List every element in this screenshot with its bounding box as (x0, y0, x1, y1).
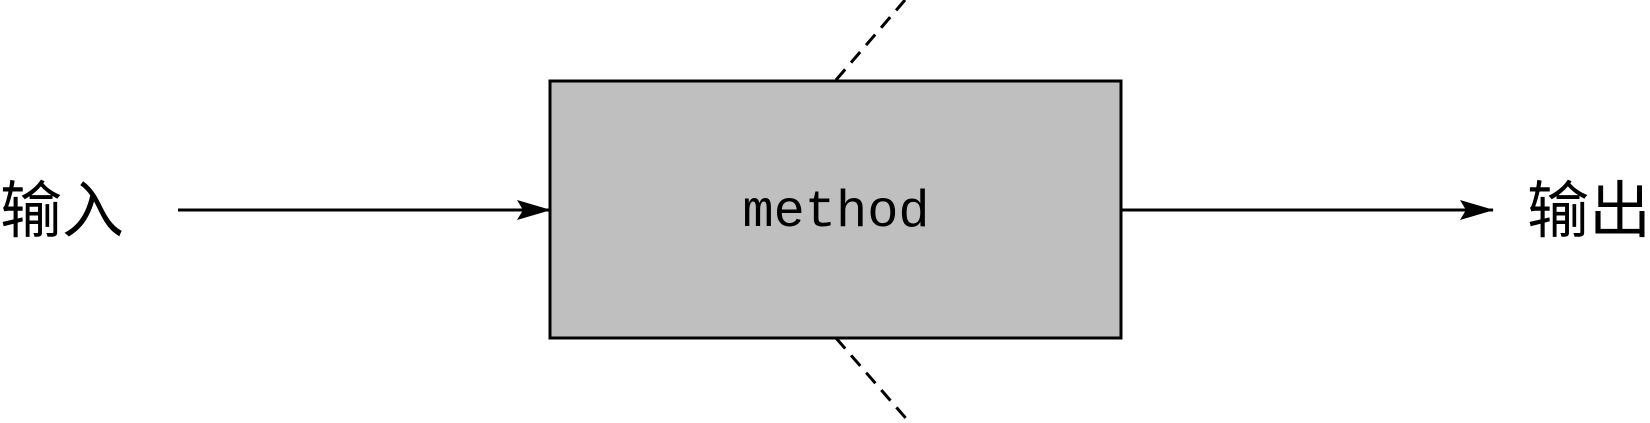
dashed-line-top (834, 0, 907, 81)
dashed-line-bottom (834, 337, 912, 423)
method-box (548, 79, 1123, 340)
input-label: 输入 (0, 174, 124, 247)
output-label: 输出 (1527, 174, 1650, 247)
method-label: method (742, 183, 929, 242)
